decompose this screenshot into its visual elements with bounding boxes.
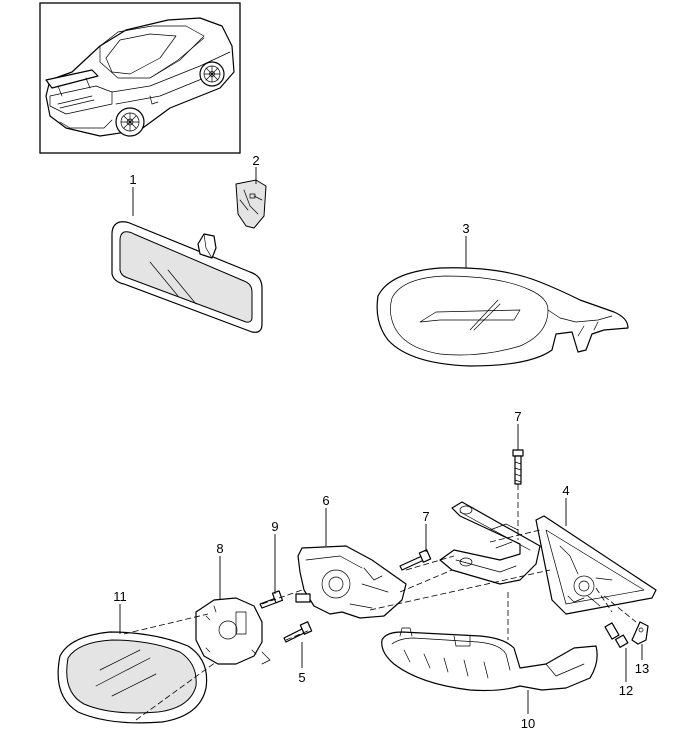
glass-actuator xyxy=(295,545,407,619)
callout-9: 9 xyxy=(271,519,278,534)
callout-6: 6 xyxy=(322,493,329,508)
vehicle-inset xyxy=(39,2,241,154)
car-outline-icon xyxy=(45,17,235,137)
lower-cover xyxy=(381,627,598,692)
screw-9 xyxy=(259,590,284,609)
callout-10: 10 xyxy=(521,716,535,731)
screw-7-top xyxy=(512,449,524,485)
mirror-glass xyxy=(57,631,208,724)
callout-5: 5 xyxy=(298,670,305,685)
mirror-base xyxy=(535,515,657,615)
callout-8: 8 xyxy=(216,541,223,556)
mirror-arm xyxy=(439,501,541,585)
assembly-lines xyxy=(123,484,637,721)
callout-4: 4 xyxy=(562,483,569,498)
callout-labels: 1 2 3 4 5 6 7 7 8 9 10 11 12 13 xyxy=(113,153,649,731)
callout-1: 1 xyxy=(129,172,136,187)
interior-mirror xyxy=(111,221,263,333)
callout-7-top: 7 xyxy=(514,409,521,424)
callout-13: 13 xyxy=(635,661,649,676)
carrier-plate xyxy=(195,597,271,665)
mirror-housing xyxy=(376,267,629,367)
clip-13 xyxy=(631,621,649,645)
callout-7-side: 7 xyxy=(422,509,429,524)
screw-7-side xyxy=(399,549,432,571)
callout-12: 12 xyxy=(619,683,633,698)
callout-2: 2 xyxy=(252,153,259,168)
callout-11: 11 xyxy=(113,589,127,604)
mirror-mount-cover xyxy=(235,179,267,229)
callout-3: 3 xyxy=(462,221,469,236)
leader-lines xyxy=(119,167,643,714)
screw-12 xyxy=(604,622,629,648)
